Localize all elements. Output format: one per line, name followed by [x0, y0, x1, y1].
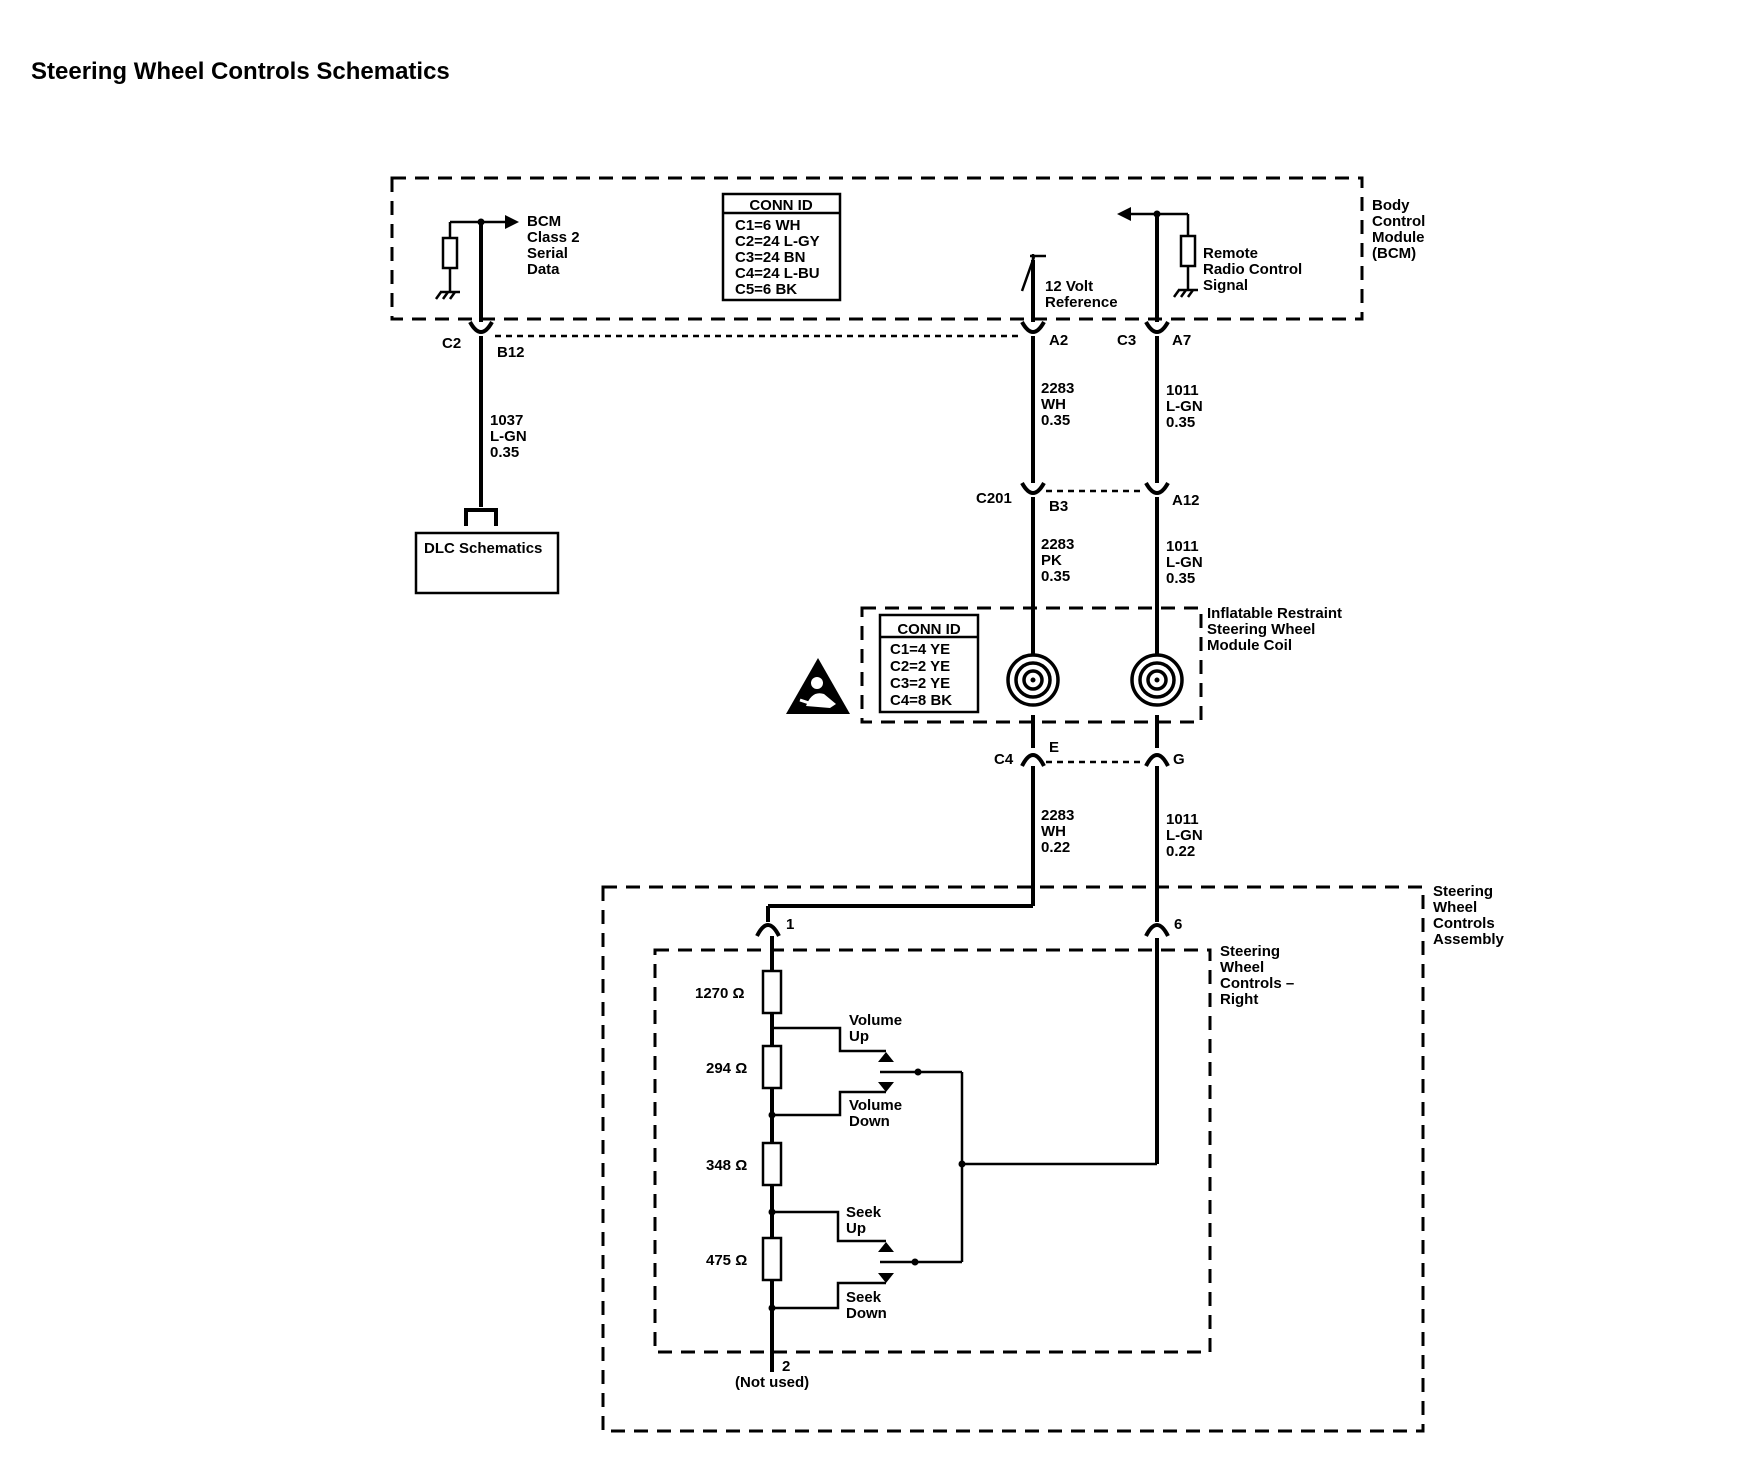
connector-label-pin2: 2	[782, 1358, 790, 1375]
connector-c201-b3	[1020, 481, 1046, 497]
coil-module-boundary	[860, 606, 1203, 724]
connector-label-g: G	[1173, 751, 1185, 768]
bcm-serial-data-label: BCM Class 2 Serial Data	[527, 213, 584, 278]
wire-label-1011-lgn-035-a: 1011 L-GN 0.35	[1166, 382, 1207, 431]
coil-conn-id-table: CONN ID C1=4 YE C2=2 YE C3=2 YE C4=8 BK	[878, 613, 980, 714]
svg-text:CONN ID: CONN ID	[897, 621, 961, 638]
wire-label-2283-pk-035: 2283 PK 0.35	[1041, 536, 1079, 585]
switch-label-volume-up: Volume Up	[849, 1012, 906, 1045]
connector-c3-a7	[1144, 320, 1170, 336]
svg-text:C4=8 BK: C4=8 BK	[890, 692, 952, 709]
wire-label-2283-wh-022: 2283 WH 0.22	[1041, 807, 1079, 856]
wire-label-2283-wh-035: 2283 WH 0.35	[1041, 380, 1079, 429]
resistor-348	[761, 1141, 783, 1187]
svg-text:C3=2 YE: C3=2 YE	[890, 675, 950, 692]
connector-c2-b12	[468, 320, 494, 336]
wire-label-1037: 1037 L-GN 0.35	[490, 412, 531, 461]
clockspring-coil-1011-icon	[1130, 653, 1184, 707]
switch-label-volume-down: Volume Down	[849, 1097, 906, 1130]
connector-label-a2: A2	[1049, 332, 1068, 349]
dlc-schematics-reference: DLC Schematics	[414, 508, 560, 595]
connector-label-c2: C2	[442, 335, 461, 352]
connector-label-c4: C4	[994, 751, 1014, 768]
connector-a2	[1020, 320, 1046, 336]
assembly-label: Steering Wheel Controls Assembly	[1433, 883, 1505, 948]
resistor-label-294: 294 Ω	[706, 1060, 747, 1077]
connector-label-pin1: 1	[786, 916, 794, 933]
page-title: Steering Wheel Controls Schematics	[31, 58, 450, 85]
svg-text:C5=6 BK: C5=6 BK	[735, 281, 797, 298]
switch-label-seek-down: Seek Down	[846, 1289, 887, 1322]
bcm-12v-reference-label: 12 Volt Reference	[1045, 278, 1118, 311]
connector-pin-6	[1144, 922, 1170, 938]
svg-text:DLC Schematics: DLC Schematics	[424, 540, 542, 557]
connector-a12	[1144, 481, 1170, 497]
seek-switch	[772, 1210, 962, 1310]
bcm-radio-signal-label: Remote Radio Control Signal	[1203, 245, 1306, 294]
connector-label-c3: C3	[1117, 332, 1136, 349]
switch-label-seek-up: Seek Up	[846, 1204, 885, 1237]
controls-right-label: Steering Wheel Controls – Right	[1220, 943, 1298, 1008]
controls-right-boundary	[653, 948, 1212, 1354]
svg-text:C2=24 L-GY: C2=24 L-GY	[735, 233, 820, 250]
connector-label-not-used: (Not used)	[735, 1374, 809, 1391]
svg-text:CONN ID: CONN ID	[749, 197, 813, 214]
wire-label-1011-lgn-035-b: 1011 L-GN 0.35	[1166, 538, 1207, 587]
resistor-label-348: 348 Ω	[706, 1157, 747, 1174]
svg-text:C4=24 L-BU: C4=24 L-BU	[735, 265, 820, 282]
resistor-label-1270: 1270 Ω	[695, 985, 745, 1002]
bcm-serial-data-circuit	[434, 215, 519, 300]
resistor-475	[761, 1236, 783, 1282]
coil-module-label: Inflatable Restraint Steering Wheel Modu…	[1207, 605, 1346, 654]
connector-label-a12: A12	[1172, 492, 1200, 509]
svg-text:C1=4 YE: C1=4 YE	[890, 641, 950, 658]
connector-c4-e	[1020, 748, 1046, 767]
clockspring-coil-2283-icon	[1006, 653, 1060, 707]
resistor-294	[761, 1044, 783, 1090]
resistor-label-475: 475 Ω	[706, 1252, 747, 1269]
connector-label-b12: B12	[497, 344, 525, 361]
wire-label-1011-lgn-022: 1011 L-GN 0.22	[1166, 811, 1207, 860]
svg-text:C1=6 WH: C1=6 WH	[735, 217, 800, 234]
volume-switch	[772, 1026, 962, 1117]
connector-g	[1144, 748, 1170, 767]
connector-label-pin6: 6	[1174, 916, 1182, 933]
connector-label-b3: B3	[1049, 498, 1068, 515]
airbag-warning-icon	[786, 658, 850, 714]
svg-text:C2=2 YE: C2=2 YE	[890, 658, 950, 675]
connector-pin-1	[755, 922, 781, 938]
bcm-module-boundary	[390, 176, 1364, 321]
connector-label-e: E	[1049, 739, 1059, 756]
resistor-1270	[761, 969, 783, 1015]
svg-text:C3=24 BN: C3=24 BN	[735, 249, 805, 266]
connector-label-a7: A7	[1172, 332, 1191, 349]
bcm-module-label: Body Control Module (BCM)	[1372, 197, 1430, 262]
bcm-radio-signal-circuit	[1117, 207, 1198, 298]
bcm-conn-id-table: CONN ID C1=6 WH C2=24 L-GY C3=24 BN C4=2…	[721, 192, 842, 302]
assembly-boundary	[601, 885, 1425, 1433]
connector-label-c201: C201	[976, 490, 1012, 507]
